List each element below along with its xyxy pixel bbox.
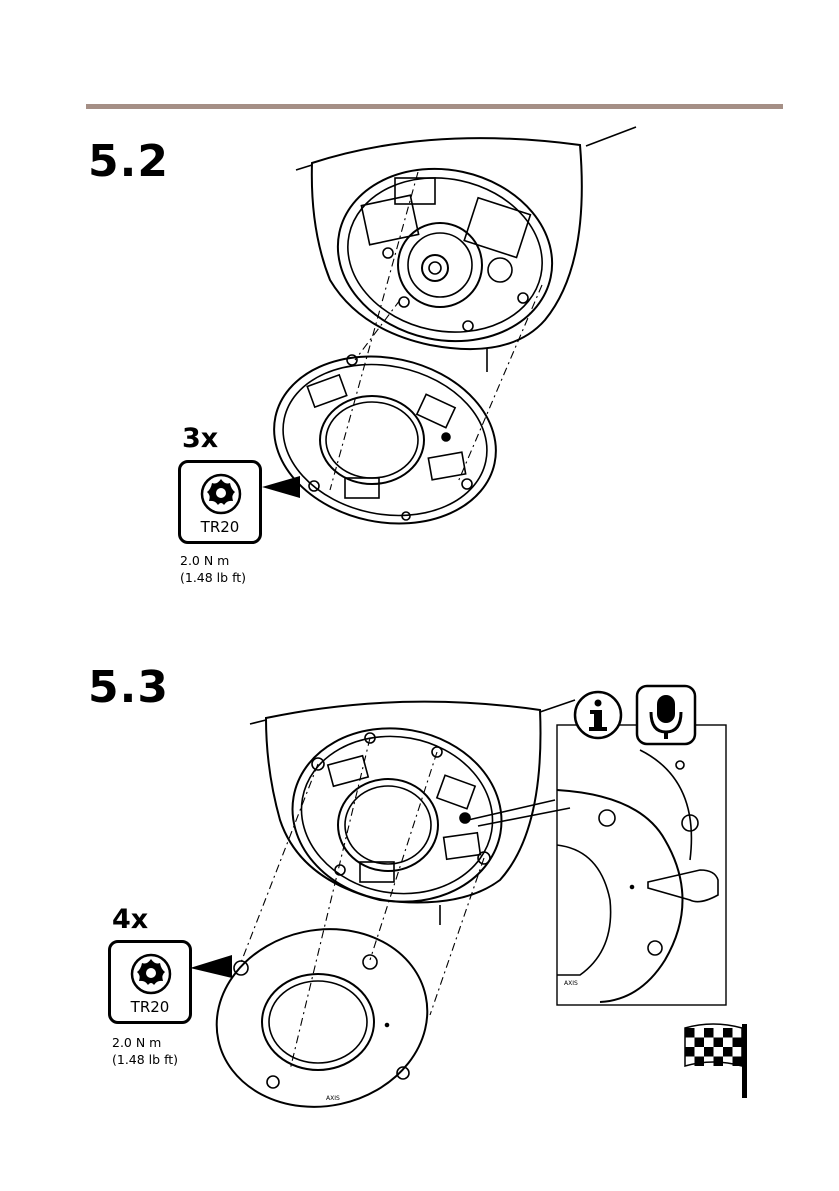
checkered-flag-icon bbox=[685, 1024, 747, 1098]
microphone-icon bbox=[637, 686, 695, 744]
tool-badge-5-3: TR20 bbox=[108, 940, 192, 1024]
screw-count-5-3: 4x bbox=[112, 904, 148, 935]
torque-imperial: (1.48 lb ft) bbox=[112, 1051, 178, 1068]
tool-label: TR20 bbox=[111, 998, 189, 1016]
pointer-arrow bbox=[190, 955, 232, 978]
torque-metric: 2.0 N m bbox=[112, 1034, 178, 1051]
svg-text:AXIS: AXIS bbox=[326, 1095, 340, 1102]
torque-spec-5-3: 2.0 N m (1.48 lb ft) bbox=[112, 1034, 178, 1068]
info-icon bbox=[575, 692, 621, 738]
torx-icon bbox=[130, 953, 172, 995]
svg-text:AXIS: AXIS bbox=[564, 980, 578, 987]
